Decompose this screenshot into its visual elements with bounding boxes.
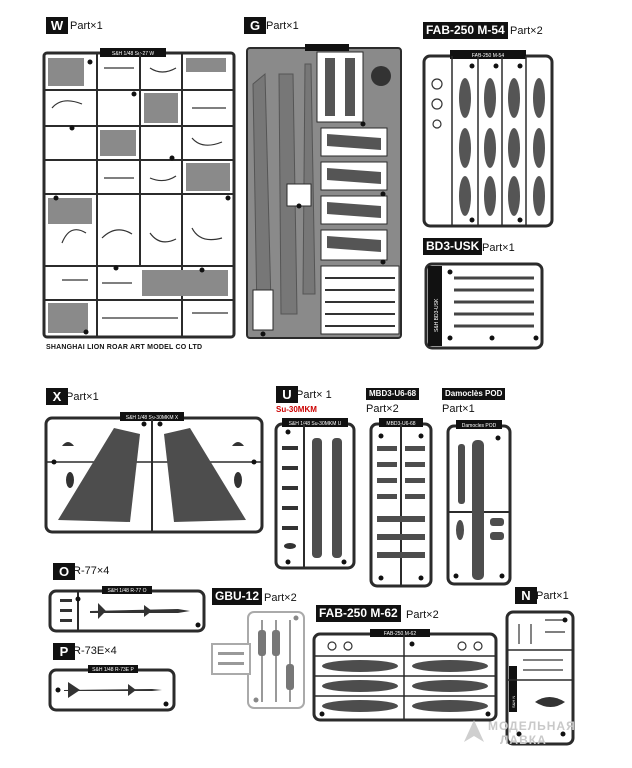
sprue-w-banner: S&H 1/48 Su-27 W [112, 51, 155, 57]
sprue-gbu-quantity: Part×2 [264, 592, 297, 604]
sprue-o-diagram: S&H 1/48 R-77 O [48, 586, 206, 633]
sprue-fab54-diagram: FAB-250 M-54 [422, 50, 554, 228]
sprue-gbu-name: GBU-12 [212, 588, 263, 605]
sprue-damocles-name: Damoclès POD [442, 388, 506, 400]
sprue-mbd-name: MBD3-U6-68 [366, 388, 420, 400]
sprue-u-diagram: S&H 1/48 Su-30MKM U [274, 418, 356, 570]
sprue-bd3-side-label: S&H BD3-USK [434, 298, 440, 332]
sprue-p-quantity: R-73E×4 [73, 645, 117, 657]
sprue-u-banner: S&H 1/48 Su-30MKM U [289, 421, 342, 427]
sprue-u-quantity: Part× 1 [296, 389, 332, 401]
manufacturer-caption: SHANGHAI LION ROAR ART MODEL CO LTD [46, 344, 203, 351]
sprue-u-note: Su-30MKM [276, 405, 317, 414]
sprue-w-diagram: S&H 1/48 Su-27 W [42, 48, 236, 339]
sprue-bd3-diagram: S&H BD3-USK [424, 262, 544, 350]
sprue-w-quantity: Part×1 [70, 20, 103, 32]
sprue-p-diagram: S&H 1/48 R-73E P [48, 665, 176, 712]
sprue-o-letter: O [53, 563, 75, 580]
watermark-logo-icon [464, 720, 484, 742]
sprue-damocles-quantity: Part×1 [442, 403, 475, 415]
sprue-mbd-diagram: MBD3-U6-68 [369, 418, 433, 588]
sprue-g-diagram [246, 44, 402, 339]
sprue-bd3-name: BD3-USK [423, 238, 483, 255]
sprue-fab54-name: FAB-250 M-54 [423, 22, 508, 39]
sprue-x-diagram: S&H 1/48 Su-30MKM X [44, 412, 264, 534]
sprue-p-letter: P [53, 643, 75, 660]
sprue-n-quantity: Part×1 [536, 590, 569, 602]
sprue-o-quantity: R-77×4 [73, 565, 110, 577]
sprue-gbu-diagram [211, 611, 305, 709]
sprue-x-letter: X [46, 388, 68, 405]
sprue-x-quantity: Part×1 [66, 391, 99, 403]
sprue-n-letter: N [515, 587, 537, 604]
sprue-mbd-quantity: Part×2 [366, 403, 399, 415]
sprue-fab62-name: FAB-250 M-62 [316, 605, 401, 622]
sprue-n-diagram: S&H N [505, 610, 575, 746]
sprue-n-side-label: S&H N [511, 696, 516, 708]
watermark-line-1: МОДЕЛЬНАЯ [488, 719, 576, 733]
sprue-g-letter: G [244, 17, 266, 34]
sprue-fab54-banner: FAB-250 M-54 [472, 53, 504, 59]
sprue-fab62-quantity: Part×2 [406, 609, 439, 621]
sprue-damocles-banner: Damocles POD [462, 423, 497, 429]
sprue-fab54-quantity: Part×2 [510, 25, 543, 37]
sprue-w-letter: W [46, 17, 68, 34]
sprue-fab62-diagram: FAB-250 M-62 [312, 629, 498, 722]
sprue-fab62-banner: FAB-250 M-62 [384, 631, 416, 637]
sprue-g-quantity: Part×1 [266, 20, 299, 32]
watermark-line-2: ЛАВКА [500, 733, 547, 747]
sprue-o-banner: S&H 1/48 R-77 O [108, 588, 147, 594]
sprue-bd3-quantity: Part×1 [482, 242, 515, 254]
sprue-damocles-diagram: Damocles POD [446, 420, 512, 586]
sprue-p-banner: S&H 1/48 R-73E P [92, 667, 134, 673]
sprue-u-letter: U [276, 386, 298, 403]
